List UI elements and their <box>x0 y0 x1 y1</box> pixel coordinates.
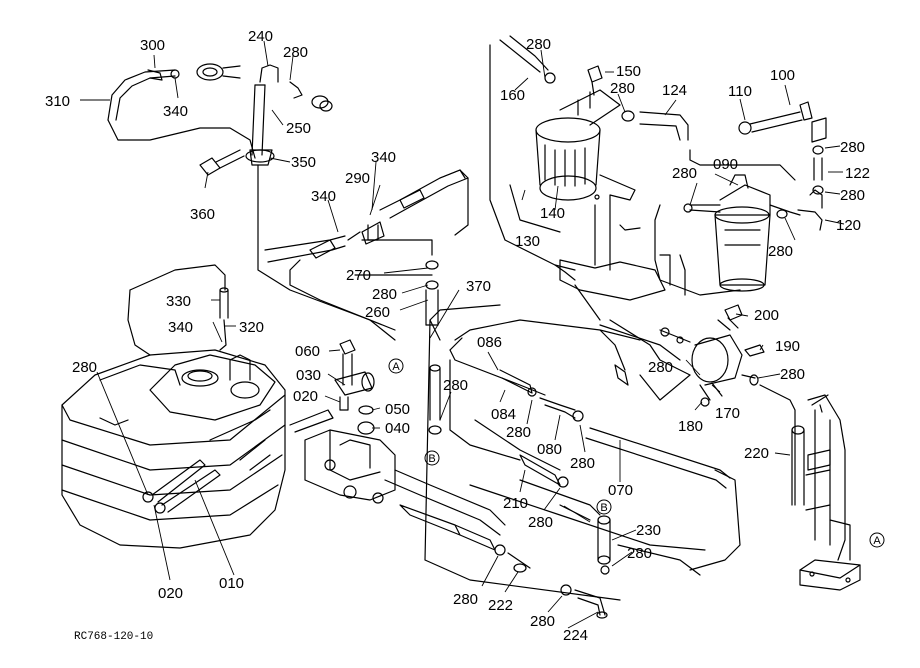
label-224: 224 <box>563 627 588 644</box>
label-350: 350 <box>291 154 316 171</box>
fuel-tank <box>61 349 334 549</box>
label-300: 300 <box>140 37 165 54</box>
supply-hoses <box>384 304 805 619</box>
support-stand <box>799 394 861 591</box>
label-280: 280 <box>528 514 553 531</box>
label-250: 250 <box>286 120 311 137</box>
label-190: 190 <box>775 338 800 355</box>
label-330: 330 <box>166 293 191 310</box>
label-070: 070 <box>608 482 633 499</box>
label-280: 280 <box>672 165 697 182</box>
fuel-filter-upper <box>489 35 689 301</box>
marker-a-right: A <box>869 532 885 548</box>
svg-text:A: A <box>392 361 400 373</box>
label-230: 230 <box>636 522 661 539</box>
label-040: 040 <box>385 420 410 437</box>
label-280: 280 <box>768 243 793 260</box>
mounting-bracket <box>304 339 396 504</box>
vent-hoses <box>127 264 229 356</box>
marker-b-center: B <box>424 450 440 466</box>
svg-text:A: A <box>873 535 881 547</box>
label-084: 084 <box>491 406 516 423</box>
label-280: 280 <box>840 139 865 156</box>
label-280: 280 <box>648 359 673 376</box>
label-280: 280 <box>283 44 308 61</box>
label-200: 200 <box>754 307 779 324</box>
label-100: 100 <box>770 67 795 84</box>
label-140: 140 <box>540 205 565 222</box>
label-280: 280 <box>840 187 865 204</box>
label-260: 260 <box>365 304 390 321</box>
label-210: 210 <box>503 495 528 512</box>
label-280: 280 <box>506 424 531 441</box>
label-340: 340 <box>163 103 188 120</box>
label-080: 080 <box>537 441 562 458</box>
leader-lines <box>80 40 845 629</box>
svg-text:B: B <box>428 453 435 465</box>
label-370: 370 <box>466 278 491 295</box>
label-280: 280 <box>530 613 555 630</box>
label-120: 120 <box>836 217 861 234</box>
fuel-pump <box>574 284 765 407</box>
label-130: 130 <box>515 233 540 250</box>
label-240: 240 <box>248 28 273 45</box>
marker-a-left: A <box>388 358 404 374</box>
label-340: 340 <box>371 149 396 166</box>
label-280: 280 <box>453 591 478 608</box>
label-320: 320 <box>239 319 264 336</box>
label-360: 360 <box>190 206 215 223</box>
label-222: 222 <box>488 597 513 614</box>
label-340: 340 <box>168 319 193 336</box>
label-122: 122 <box>845 165 870 182</box>
svg-text:B: B <box>600 502 607 514</box>
label-310: 310 <box>45 93 70 110</box>
label-020: 020 <box>158 585 183 602</box>
part-labels: 300 310 340 240 280 250 350 360 340 290 … <box>45 28 870 644</box>
label-270: 270 <box>346 267 371 284</box>
label-060: 060 <box>295 343 320 360</box>
label-090: 090 <box>713 156 738 173</box>
label-280: 280 <box>570 455 595 472</box>
label-280: 280 <box>627 545 652 562</box>
label-280: 280 <box>443 377 468 394</box>
label-160: 160 <box>500 87 525 104</box>
label-010: 010 <box>219 575 244 592</box>
label-280: 280 <box>72 359 97 376</box>
label-020: 020 <box>293 388 318 405</box>
marker-b-right: B <box>596 499 612 515</box>
label-050: 050 <box>385 401 410 418</box>
label-086: 086 <box>477 334 502 351</box>
return-hoses <box>107 63 396 341</box>
label-280: 280 <box>372 286 397 303</box>
label-280: 280 <box>526 36 551 53</box>
label-290: 290 <box>345 170 370 187</box>
label-280: 280 <box>610 80 635 97</box>
label-150: 150 <box>616 63 641 80</box>
drawing-reference: RC768-120-10 <box>74 631 153 643</box>
label-180: 180 <box>678 418 703 435</box>
label-170: 170 <box>715 405 740 422</box>
label-110: 110 <box>728 83 752 100</box>
fuel-filter-right <box>654 101 827 296</box>
label-030: 030 <box>296 367 321 384</box>
label-340: 340 <box>311 188 336 205</box>
label-280: 280 <box>780 366 805 383</box>
label-220: 220 <box>744 445 769 462</box>
label-124: 124 <box>662 82 687 99</box>
tee-and-hoses <box>264 169 469 331</box>
